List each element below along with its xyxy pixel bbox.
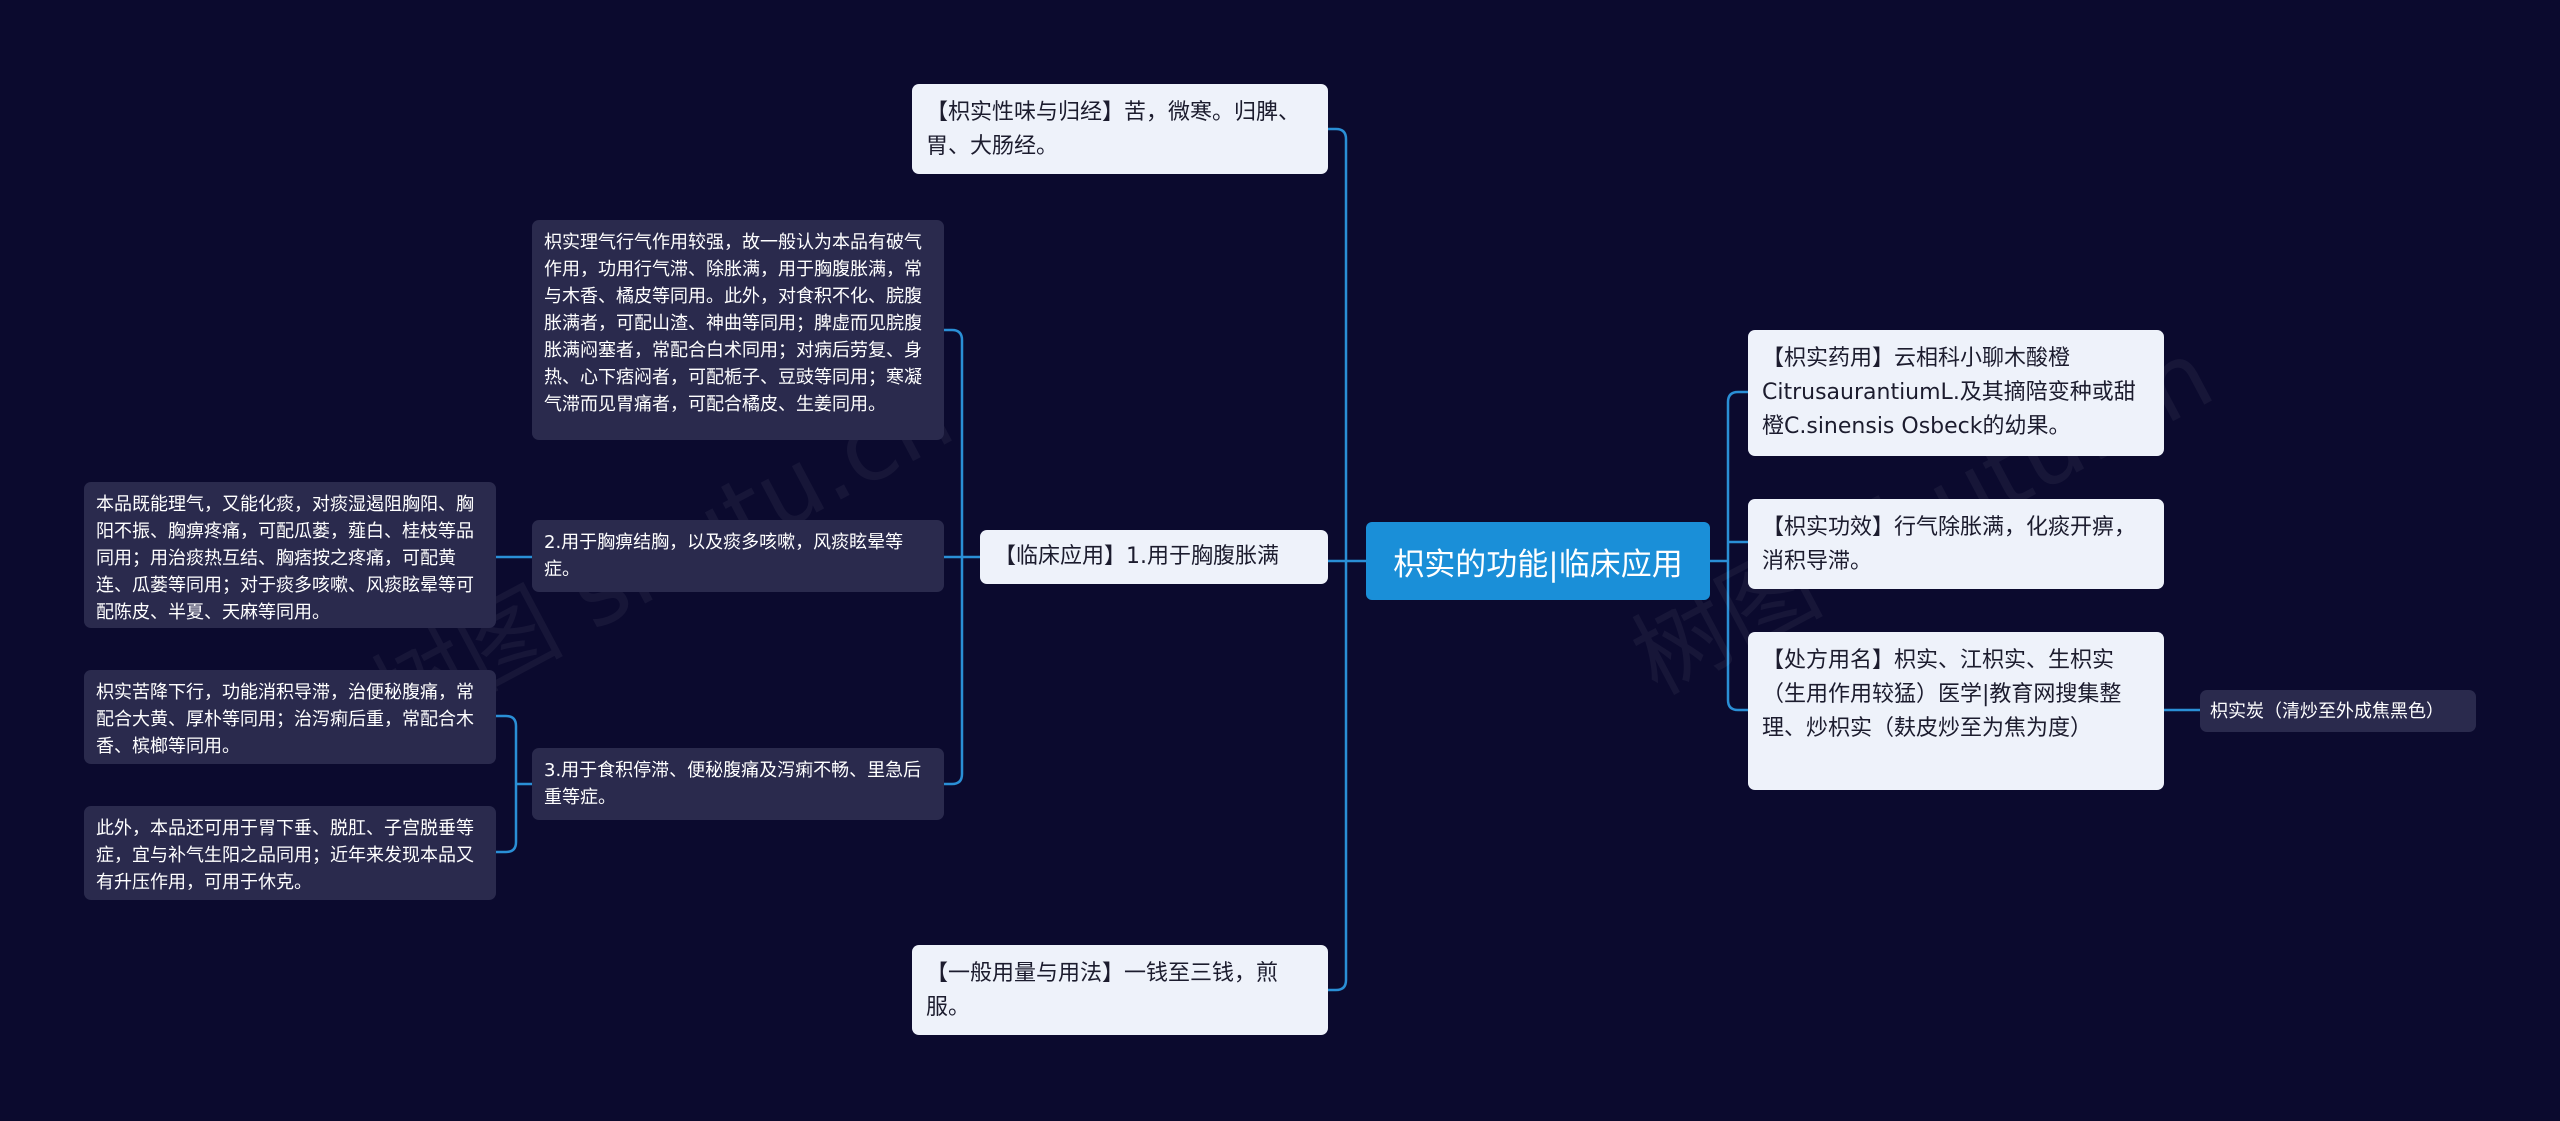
- node-zhishi-tan[interactable]: 枳实炭（清炒至外成焦黑色）: [2200, 690, 2476, 732]
- node-clinical-item-3[interactable]: 3.用于食积停滞、便秘腹痛及泻痢不畅、里急后重等症。: [532, 748, 944, 820]
- node-clinical-item-2[interactable]: 2.用于胸痹结胸，以及痰多咳嗽，风痰眩晕等症。: [532, 520, 944, 592]
- node-item-3-detail-1[interactable]: 枳实苦降下行，功能消积导滞，治便秘腹痛，常配合大黄、厚朴等同用；治泻痢后重，常配…: [84, 670, 496, 764]
- node-zhishi-yaoyong[interactable]: 【枳实药用】云相科小聊木酸橙CitrusaurantiumL.及其摘陪变种或甜橙…: [1748, 330, 2164, 456]
- root-node[interactable]: 枳实的功能|临床应用: [1366, 522, 1710, 600]
- node-zhishi-gongxiao[interactable]: 【枳实功效】行气除胀满，化痰开痹，消积导滞。: [1748, 499, 2164, 589]
- link-clinical-spine: [944, 328, 980, 786]
- link-c3-children: [496, 714, 532, 854]
- node-xingwei-guijing[interactable]: 【枳实性味与归经】苦，微寒。归脾、胃、大肠经。: [912, 84, 1328, 174]
- link-left-spine: [1328, 127, 1348, 992]
- node-item-2-detail[interactable]: 本品既能理气，又能化痰，对痰湿遏阻胸阳、胸阳不振、胸痹疼痛，可配瓜蒌，薤白、桂枝…: [84, 482, 496, 628]
- node-clinical-detail-1[interactable]: 枳实理气行气作用较强，故一般认为本品有破气作用，功用行气滞、除胀满，用于胸腹胀满…: [532, 220, 944, 440]
- node-linchuang-yingyong[interactable]: 【临床应用】1.用于胸腹胀满: [980, 530, 1328, 584]
- link-right-spine: [1726, 390, 1748, 712]
- node-item-3-detail-2[interactable]: 此外，本品还可用于胃下垂、脱肛、子宫脱垂等症，宜与补气生阳之品同用；近年来发现本…: [84, 806, 496, 900]
- node-yongliang-yongfa[interactable]: 【一般用量与用法】一钱至三钱，煎服。: [912, 945, 1328, 1035]
- node-chufang-yongming[interactable]: 【处方用名】枳实、江枳实、生枳实（生用作用较猛）医学|教育网搜集整理、炒枳实（麸…: [1748, 632, 2164, 790]
